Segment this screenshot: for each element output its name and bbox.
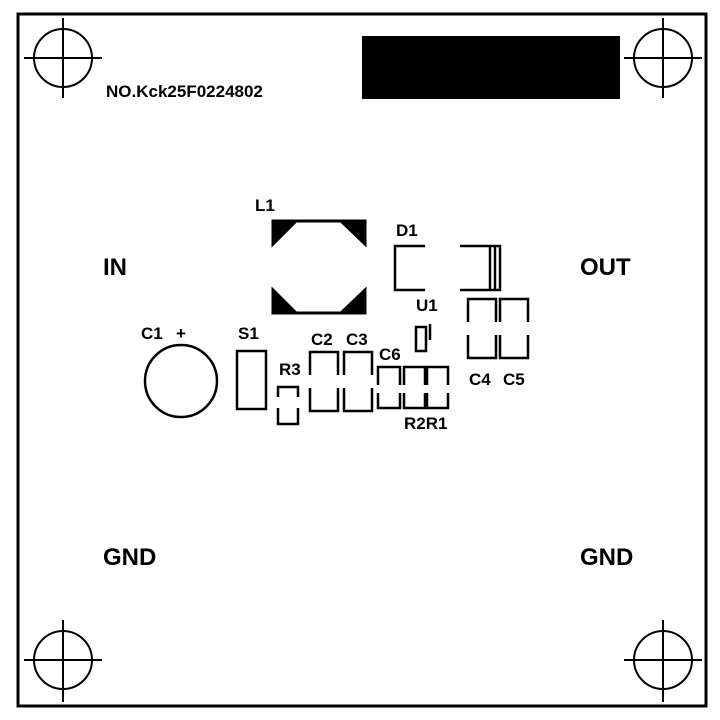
label-r3: R3 bbox=[279, 360, 301, 379]
label-l1: L1 bbox=[255, 196, 275, 215]
label-c6: C6 bbox=[379, 345, 401, 364]
label-u1: U1 bbox=[416, 296, 438, 315]
resistor-r2 bbox=[402, 365, 427, 410]
inductor-l1 bbox=[271, 219, 367, 315]
mounting-hole-bottom-right-icon bbox=[624, 620, 702, 702]
label-c2: C2 bbox=[311, 330, 333, 349]
capacitor-c5 bbox=[498, 297, 530, 360]
mounting-hole-top-left-icon bbox=[24, 18, 102, 98]
pad-label-gnd-right: GND bbox=[580, 544, 633, 571]
switch-s1 bbox=[235, 349, 268, 411]
capacitor-c1 bbox=[143, 343, 219, 419]
board-outline bbox=[16, 12, 708, 708]
capacitor-c3 bbox=[342, 350, 374, 413]
serial-number: NO.Kck25F0224802 bbox=[106, 82, 263, 101]
ic-u1 bbox=[414, 324, 432, 353]
pad-label-out: OUT bbox=[580, 254, 631, 281]
label-r2r1: R2R1 bbox=[404, 414, 447, 433]
label-c3: C3 bbox=[346, 330, 368, 349]
diode-d1 bbox=[393, 244, 502, 292]
label-d1: D1 bbox=[396, 221, 418, 240]
capacitor-c4 bbox=[466, 297, 498, 360]
label-s1: S1 bbox=[238, 324, 259, 343]
label-block bbox=[362, 36, 620, 99]
mounting-hole-top-right-icon bbox=[624, 18, 702, 98]
capacitor-c6 bbox=[376, 365, 402, 410]
label-c5: C5 bbox=[503, 370, 525, 389]
resistor-r1 bbox=[425, 365, 450, 410]
pad-label-gnd-left: GND bbox=[103, 544, 156, 571]
c1-polarity: + bbox=[176, 324, 186, 343]
mounting-hole-bottom-left-icon bbox=[24, 620, 102, 702]
capacitor-c2 bbox=[308, 350, 340, 413]
label-c1: C1 bbox=[141, 324, 163, 343]
pad-label-in: IN bbox=[103, 254, 127, 281]
resistor-r3 bbox=[276, 385, 300, 426]
label-c4: C4 bbox=[469, 370, 491, 389]
